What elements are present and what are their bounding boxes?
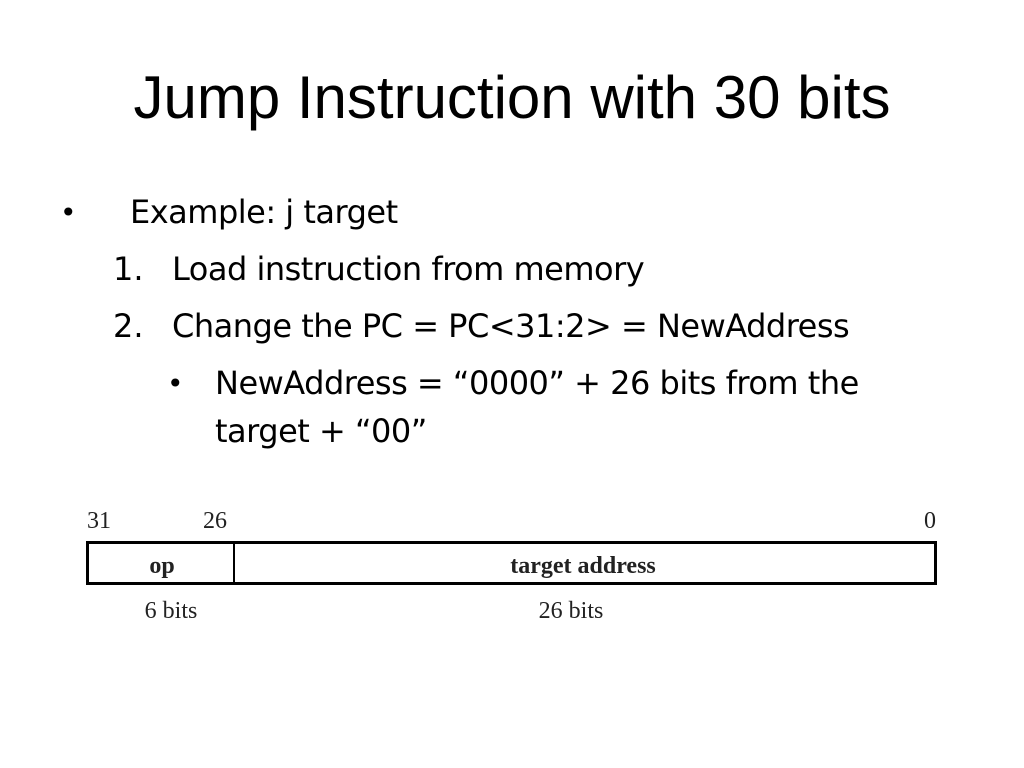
field-target-label: target address xyxy=(510,553,656,579)
field-target-size: 26 bits xyxy=(538,598,604,624)
sub-bullet-marker: • xyxy=(167,367,184,400)
field-divider xyxy=(233,544,235,582)
field-op-label: op xyxy=(149,553,175,579)
bullet-example-text: Example: j target xyxy=(130,193,398,231)
sub-bullet-line1: NewAddress = “0000” + 26 bits from the xyxy=(215,364,859,402)
sub-bullet-line2: target + “00” xyxy=(215,412,427,450)
bit-label-26: 26 xyxy=(203,508,227,534)
bit-label-31: 31 xyxy=(87,508,111,534)
step-text-2: Change the PC = PC<31:2> = NewAddress xyxy=(172,307,850,345)
bullet-marker: • xyxy=(60,196,77,229)
instruction-box xyxy=(86,541,937,585)
step-number-1: 1. xyxy=(113,250,144,288)
step-number-2: 2. xyxy=(113,307,144,345)
step-text-1: Load instruction from memory xyxy=(172,250,645,288)
field-op-size: 6 bits xyxy=(144,598,198,624)
bit-label-0: 0 xyxy=(924,508,936,534)
slide-title: Jump Instruction with 30 bits xyxy=(133,64,891,131)
